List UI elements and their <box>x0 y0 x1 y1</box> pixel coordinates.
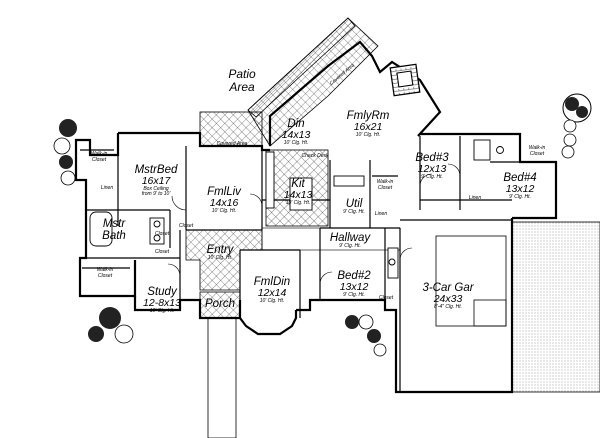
room-name: Kit <box>291 178 305 190</box>
room-name: FmlDin <box>253 276 291 288</box>
room-dims: 12x14 <box>257 287 287 300</box>
room-dims: 16x17 <box>141 175 171 188</box>
room-fmlyrm: FmlyRm 16x21 10' Clg. Ht. <box>340 110 396 138</box>
covered-area-left <box>199 111 263 147</box>
garage-door <box>435 235 507 327</box>
room-dims: 12-8x13 <box>143 297 181 310</box>
room-note: 10' Clg. Ht. <box>355 132 381 139</box>
room-bed4: Bed#4 13x12 9' Clg. Ht. <box>496 172 544 200</box>
room-name-line1: Mstr <box>102 218 126 230</box>
room-note: 9' Clg. Ht. <box>339 243 361 250</box>
room-note: 10' Clg. Ht. <box>285 200 311 207</box>
shrub-icon <box>88 307 134 344</box>
fireplace <box>389 63 421 97</box>
room-name: Din <box>287 118 305 130</box>
room-fmlliv: FmlLiv 14x16 10' Clg. Ht. <box>196 186 252 214</box>
linen-label: Linen <box>468 195 482 201</box>
kitchen-island <box>289 177 313 211</box>
bed4-bath-tub <box>473 139 491 161</box>
room-note: 10' Clg. Ht. <box>149 308 175 315</box>
room-dims: 14x13 <box>283 189 313 202</box>
walk-in-closet-label: Walk-in Closet <box>96 267 114 279</box>
door-swings <box>167 163 461 285</box>
mstr-sink2-icon <box>153 234 161 242</box>
room-note: 9' Clg. Ht. <box>509 194 531 201</box>
patio-area-label: Patio Area <box>222 67 262 95</box>
walk-in-closet-label: Walk-in Closet <box>376 179 394 191</box>
shrub-icon <box>345 314 387 357</box>
closet-label: Closet <box>154 249 170 255</box>
room-name: Porch <box>204 298 236 310</box>
room-dims: 13x12 <box>339 281 369 294</box>
room-name: MstrBed <box>134 164 178 176</box>
walk-in-closet-label: Walk-in Closet <box>528 145 546 157</box>
room-note: 8'-4" Clg. Ht. <box>433 304 462 311</box>
room-note: 10' Clg. Ht. <box>283 140 309 147</box>
room-fmldin: FmlDin 12x14 10' Clg. Ht. <box>246 276 298 304</box>
room-dims: 14x13 <box>281 129 311 142</box>
room-dims: 13x12 <box>505 183 535 196</box>
driveway <box>511 221 600 393</box>
patio-line2: Area <box>229 80 255 95</box>
tree-icon <box>561 93 592 159</box>
room-study: Study 12-8x13 10' Clg. Ht. <box>138 286 186 314</box>
covered-area-top <box>247 17 379 147</box>
hallway-floor <box>261 227 401 251</box>
room-note: 9' Clg. Ht. <box>343 292 365 299</box>
room-note: 10' Clg. Ht. <box>259 298 285 305</box>
room-note: 9' Clg. Ht. <box>343 209 365 216</box>
room-din: Din 14x13 10' Clg. Ht. <box>276 118 316 146</box>
room-name: Hallway <box>329 232 371 244</box>
room-dims: 24x33 <box>433 293 463 306</box>
room-name: Util <box>345 198 363 210</box>
mstr-vanity <box>149 217 165 245</box>
bed4-toilet-icon <box>496 146 504 154</box>
mstr-sink-icon <box>153 220 161 228</box>
room-name: 3-Car Gar <box>422 282 474 294</box>
util-counter <box>333 175 365 187</box>
room-entry: Entry 10' Clg. Ht. <box>196 244 244 261</box>
room-porch: Porch <box>200 298 240 310</box>
kitchen-counter <box>265 151 275 209</box>
room-name: FmlyRm <box>346 110 390 122</box>
mstr-tub <box>89 211 113 247</box>
room-hallway: Hallway 9' Clg. Ht. <box>324 232 376 249</box>
room-bed3: Bed#3 12x13 9' Clg. Ht. <box>410 152 454 180</box>
check-desk-label: Check Desk <box>301 153 329 159</box>
room-note: 9' Clg. Ht. <box>421 174 443 181</box>
covered-area-label: Covered Area <box>216 141 248 147</box>
room-util: Util 9' Clg. Ht. <box>336 198 372 215</box>
room-dims: 14x16 <box>209 197 239 210</box>
linen-label: Linen <box>100 185 114 191</box>
bath2-sink-icon <box>388 258 396 266</box>
porch-walk <box>207 317 237 438</box>
room-kit: Kit 14x13 10' Clg. Ht. <box>280 178 316 206</box>
walk-in-closet-label: Walk-in Closet <box>90 151 108 163</box>
patio-line1: Patio <box>228 67 256 81</box>
room-name-line2: Bath <box>102 230 126 243</box>
room-note: 10' Clg. Ht. <box>211 208 237 215</box>
room-note: from 9' to 10' <box>141 191 171 198</box>
closet-label: Closet <box>154 231 170 237</box>
closet-label: Closet <box>178 223 194 229</box>
room-name: Bed#3 <box>415 152 449 164</box>
shrub-icon <box>53 119 77 186</box>
room-dims: 12x13 <box>417 163 447 176</box>
linen-label: Linen <box>374 211 388 217</box>
room-name: Study <box>147 286 177 298</box>
room-bed2: Bed#2 13x12 9' Clg. Ht. <box>332 270 376 298</box>
room-mstrbed: MstrBed 16x17 Box Ceiling from 9' to 10' <box>128 164 184 198</box>
room-mstrbath: Mstr Bath <box>96 218 132 242</box>
room-name: Bed#4 <box>503 172 537 184</box>
room-note: 10' Clg. Ht. <box>207 255 233 262</box>
closet-label: Closet <box>378 295 394 301</box>
room-garage: 3-Car Gar 24x33 8'-4" Clg. Ht. <box>418 282 478 310</box>
room-dims: 16x21 <box>353 121 383 134</box>
room-name: Entry <box>206 244 234 256</box>
room-name: FmlLiv <box>207 186 241 198</box>
room-note: Box Ceiling <box>143 186 169 193</box>
porch-floor <box>199 291 241 319</box>
room-name: Bed#2 <box>337 270 371 282</box>
